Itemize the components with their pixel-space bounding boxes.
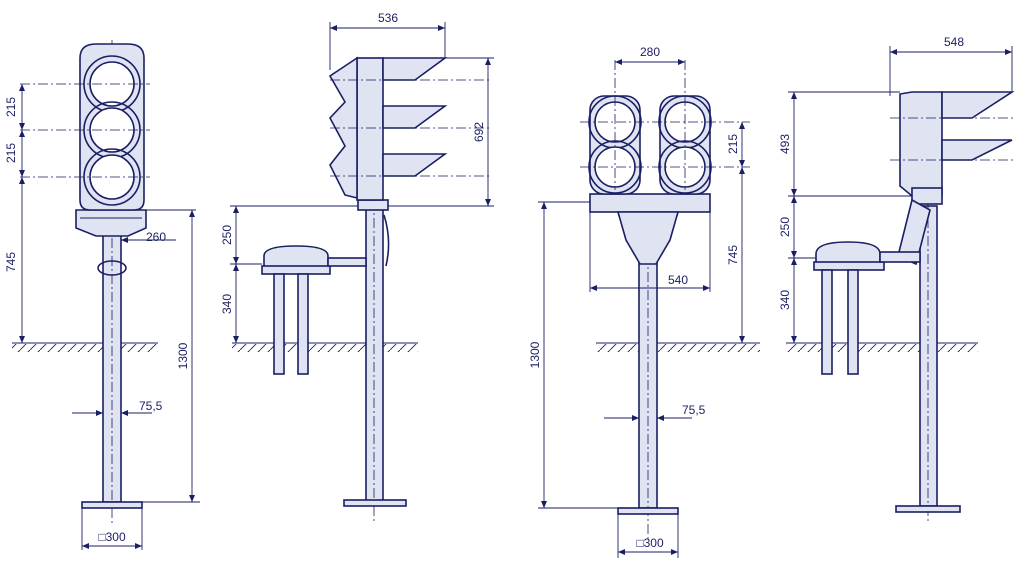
dim-340: 340 [778,290,792,310]
dim-215-a: 215 [4,97,18,117]
side-three-view: 536 692 250 340 [220,11,494,522]
dim-692: 692 [472,122,486,142]
dim-1300: 1300 [528,341,542,368]
front-four-view: 280 215 745 540 1300 75,5 □300 [528,45,760,558]
junction-box [263,245,329,269]
dim-548: 548 [944,35,964,49]
junction-box-base [261,265,331,275]
signal-head-side [899,91,943,197]
dim-base: □300 [98,530,126,544]
dim-75-5: 75,5 [682,403,706,417]
base-plate [343,499,407,507]
dim-1300: 1300 [176,342,190,369]
beam-support [616,211,680,265]
support-arm [897,198,931,266]
base-plate [81,501,143,509]
side-four-view: 548 493 250 340 [778,35,1015,522]
base-plate [617,507,679,515]
base-plate [895,505,961,513]
junction-leg-left [821,269,833,375]
junction-leg-right [297,273,309,375]
junction-leg-left [273,273,285,375]
dim-745: 745 [4,252,18,272]
visor-top [382,57,448,81]
front-three-view: 215 215 745 260 1300 75,5 □300 [4,40,200,550]
junction-leg-right [847,269,859,375]
pole [365,205,384,503]
dim-493: 493 [778,134,792,154]
visor-middle [382,105,448,129]
ground-hatch [12,344,158,352]
dim-250: 250 [220,225,234,245]
pole [919,205,938,507]
junction-box-base [813,261,885,271]
junction-arm [879,251,921,263]
dim-280: 280 [640,45,660,59]
signal-head-side [356,57,384,201]
cross-beam [589,193,711,213]
dim-215-b: 215 [4,143,18,163]
dim-250: 250 [778,217,792,237]
dim-base: □300 [636,536,664,550]
dim-260: 260 [146,230,166,244]
junction-box [815,241,881,265]
visor-bottom [941,139,1013,161]
bracket [75,209,147,237]
dim-75-5: 75,5 [139,399,163,413]
cable [383,214,390,267]
junction-arm [327,257,367,267]
dim-745: 745 [726,245,740,265]
dim-215: 215 [726,134,740,154]
dim-540: 540 [668,273,688,287]
pole-clamp [97,260,127,276]
visor-top [941,91,1015,119]
dim-536: 536 [378,11,398,25]
visor-bottom [382,153,448,177]
bracket [357,199,389,211]
dim-340: 340 [220,294,234,314]
